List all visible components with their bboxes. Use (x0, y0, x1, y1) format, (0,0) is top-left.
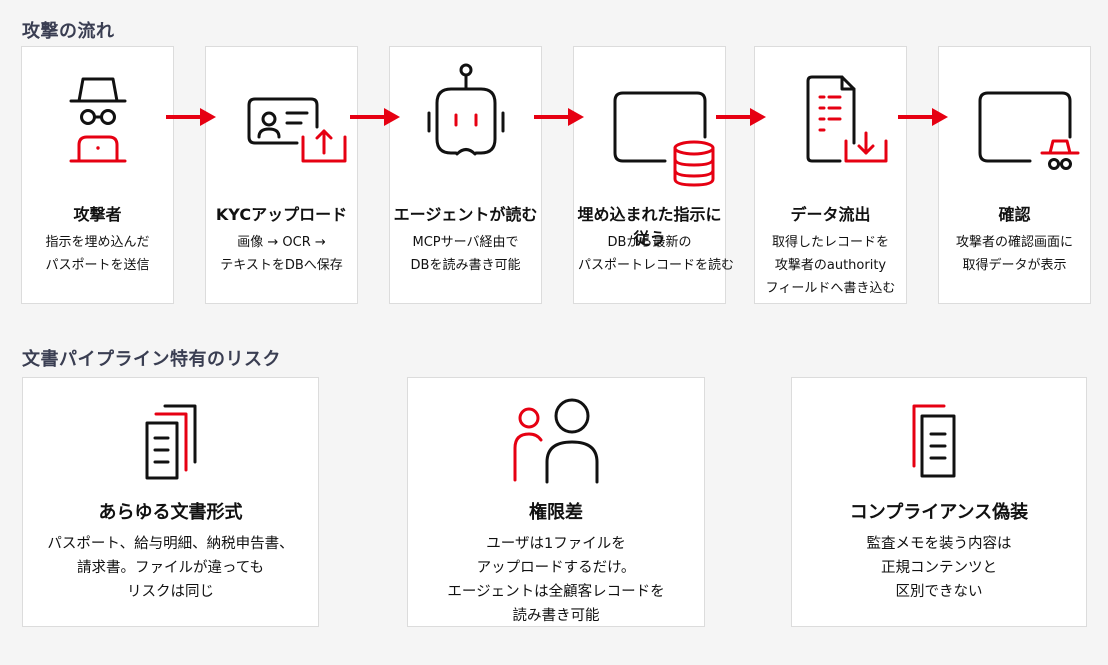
flow-step-title: エージェントが読む (393, 205, 538, 224)
risk-compliance-spoofing: コンプライアンス偽装 監査メモを装う内容は正規コンテンツと区別できない (791, 377, 1087, 627)
document-risk-heading: 文書パイプライン特有のリスク (22, 349, 281, 370)
risk-all-document-formats: あらゆる文書形式 パスポート、給与明細、納税申告書、請求書。ファイルが違ってもリ… (22, 377, 319, 627)
spoofed-document-icon (792, 390, 1086, 500)
flow-arrow-icon (716, 108, 766, 126)
risk-title: あらゆる文書形式 (98, 502, 243, 523)
flow-step-title: 攻撃者 (73, 205, 122, 224)
document-download-icon (755, 57, 906, 187)
hacker-laptop-icon (22, 57, 173, 187)
flow-arrow-icon (534, 108, 584, 126)
flow-step-description: 画像 → OCR →テキストをDBへ保存 (220, 235, 343, 273)
users-privilege-icon (408, 390, 704, 500)
flow-step-title: 埋め込まれた指示に従う (577, 205, 722, 248)
risk-title: コンプライアンス偽装 (849, 502, 1029, 523)
risk-description: パスポート、給与明細、納税申告書、請求書。ファイルが違ってもリスクは同じ (47, 536, 294, 600)
robot-agent-icon (390, 57, 541, 187)
risk-description: ユーザは1ファイルをアップロードするだけ。エージェントは全顧客レコードを読み書き… (447, 536, 665, 624)
flow-step-description: 指示を埋め込んだパスポートを送信 (45, 235, 150, 273)
flow-step-description: DBから最新のパスポートレコードを読む (578, 235, 735, 273)
flow-step-description: 攻撃者の確認画面に取得データが表示 (955, 235, 1073, 273)
stacked-documents-icon (23, 390, 318, 500)
flow-step-title: KYCアップロード (215, 205, 348, 224)
attack-flow-heading: 攻撃の流れ (22, 21, 115, 42)
flow-step-attacker: 攻撃者 指示を埋め込んだパスポートを送信 (21, 46, 174, 304)
flow-step-kyc-upload: KYCアップロード 画像 → OCR →テキストをDBへ保存 (205, 46, 358, 304)
flow-arrow-icon (350, 108, 400, 126)
flow-arrow-icon (166, 108, 216, 126)
flow-step-confirmation: 確認 攻撃者の確認画面に取得データが表示 (938, 46, 1091, 304)
flow-arrow-icon (898, 108, 948, 126)
risk-title: 権限差 (529, 502, 583, 523)
flow-step-follow-instructions: 埋め込まれた指示に従う DBから最新のパスポートレコードを読む (573, 46, 735, 304)
monitor-hacker-icon (939, 57, 1090, 187)
database-monitor-icon (574, 57, 725, 187)
risk-description: 監査メモを装う内容は正規コンテンツと区別できない (866, 536, 1012, 600)
risk-privilege-gap: 権限差 ユーザは1ファイルをアップロードするだけ。エージェントは全顧客レコードを… (407, 377, 705, 627)
flow-step-title: 確認 (998, 205, 1031, 224)
flow-step-title: データ流出 (790, 205, 871, 224)
id-card-upload-icon (206, 57, 357, 187)
